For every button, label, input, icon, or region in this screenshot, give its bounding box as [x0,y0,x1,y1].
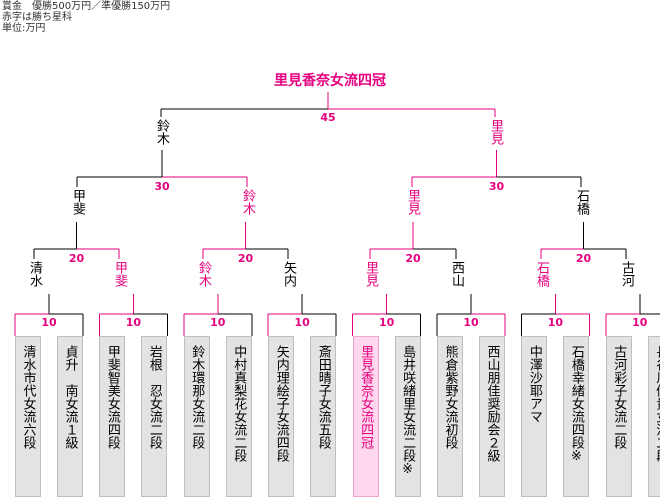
quarterfinal-1-player-right: 甲斐 [112,261,127,287]
player-box-13: 中澤沙耶アマ [521,336,548,497]
final-prize: 45 [320,111,336,124]
semifinal-1-player-left: 甲斐 [70,189,85,215]
semifinal-1-prize: 30 [154,180,170,193]
player-box-16: 長谷川優貴女流二段 [647,336,660,497]
final-player-right: 里見 [488,119,503,145]
quarterfinal-1-prize: 20 [68,252,85,265]
player-name: 石橋幸緒女流四段※ [568,345,584,464]
player-box-8: 斎田晴子女流五段 [310,336,337,497]
quarterfinal-4-player-left: 石橋 [534,261,549,287]
player-name: 斎田晴子女流五段 [315,345,331,449]
quarterfinal-2-prize: 20 [237,252,254,265]
quarterfinal-4-prize: 20 [575,252,592,265]
quarterfinal-3-prize: 20 [405,252,421,265]
quarterfinal-3-player-right: 西山 [449,261,464,287]
first-round-4-prize: 10 [294,316,310,329]
quarterfinal-2-player-right: 矢内 [281,261,296,287]
player-box-1: 清水市代女流六段 [15,336,41,497]
champion-title: 里見香奈女流四冠 [274,73,386,89]
player-box-10: 島井咲緒里女流二段※ [394,336,421,497]
player-name: 里見香奈女流四冠 [358,345,374,449]
player-box-14: 石橋幸緒女流四段※ [563,336,590,497]
quarterfinal-2-player-left: 鈴木 [196,261,211,287]
player-box-9: 里見香奈女流四冠 [352,336,379,497]
semifinal-2-player-right: 石橋 [574,189,589,215]
player-box-6: 中村真梨花女流二段 [225,336,252,497]
player-name: 西山朋佳奨励会２級 [484,345,500,462]
first-round-2-prize: 10 [125,316,142,329]
player-box-15: 古河彩子女流二段 [605,336,632,497]
final-player-left: 鈴木 [154,119,169,145]
prize-info: 賞金 優勝500万円／準優勝150万円 赤字は勝ち星科 単位:万円 [2,1,170,34]
player-name: 清水市代女流六段 [20,345,36,449]
player-box-5: 鈴木環那女流二段 [183,336,210,497]
prize-info-line: 賞金 優勝500万円／準優勝150万円 [2,1,171,12]
prize-info-line: 赤字は勝ち星科 [2,12,72,23]
player-box-4: 岩根 忍女流二段 [141,336,168,497]
semifinal-1-player-right: 鈴木 [240,189,255,215]
player-name: 中村真梨花女流二段 [231,345,247,462]
quarterfinal-3-player-left: 里見 [363,261,378,287]
quarterfinal-4-player-right: 古河 [619,261,634,287]
first-round-8-prize: 10 [632,316,648,329]
player-name: 矢内理絵子女流四段 [273,345,289,462]
prize-info-line: 単位:万円 [2,23,46,34]
player-name: 甲斐智美女流四段 [104,345,120,449]
first-round-7-prize: 10 [547,316,564,329]
player-box-7: 矢内理絵子女流四段 [268,336,295,497]
player-name: 鈴木環那女流二段 [189,345,205,449]
player-name: 島井咲緒里女流二段※ [400,345,416,477]
player-box-12: 西山朋佳奨励会２級 [479,336,505,497]
player-box-11: 熊倉紫野女流初段 [437,336,463,497]
quarterfinal-1-player-left: 清水 [27,261,42,287]
player-name: 長谷川優貴女流二段 [653,345,660,462]
player-name: 岩根 忍女流二段 [146,345,162,449]
semifinal-2-prize: 30 [488,180,505,193]
first-round-1-prize: 10 [41,316,57,329]
first-round-5-prize: 10 [378,316,395,329]
player-box-2: 貞升 南女流１級 [57,336,83,497]
player-box-3: 甲斐智美女流四段 [99,336,126,497]
first-round-3-prize: 10 [210,316,226,329]
player-name: 貞升 南女流１級 [62,345,78,449]
player-name: 熊倉紫野女流初段 [442,345,458,449]
player-name: 古河彩子女流二段 [611,345,627,449]
semifinal-2-player-left: 里見 [405,189,420,215]
first-round-6-prize: 10 [463,316,479,329]
player-name: 中澤沙耶アマ [526,345,542,423]
